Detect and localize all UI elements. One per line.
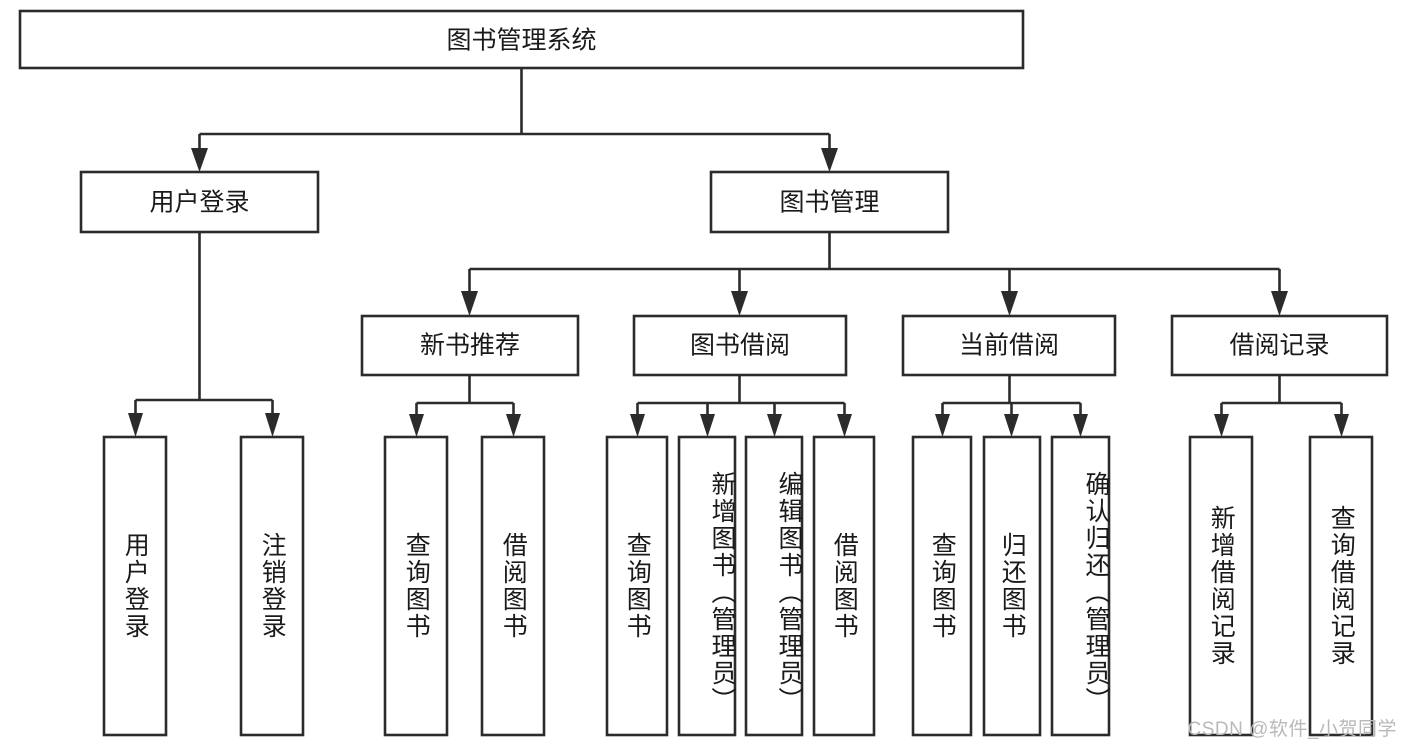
leaf-box-newbook-1[interactable] (383, 435, 449, 737)
arrow-borrow-leaf-3 (767, 414, 782, 437)
arrow-current-leaf-2 (1004, 414, 1019, 437)
arrow-current-leaf-3 (1073, 414, 1088, 437)
arrow-records-leaf-2 (1334, 414, 1349, 437)
node-box-root[interactable] (18, 9, 1025, 70)
leaf-box-user-login-2[interactable] (239, 435, 305, 737)
arrow-userlogin-leaf-1 (128, 413, 143, 437)
leaf-box-newbook-2[interactable] (480, 435, 546, 737)
leaf-box-current-3[interactable] (1050, 435, 1111, 737)
arrow-root-to-user-login (191, 148, 208, 172)
leaf-box-current-2[interactable] (982, 435, 1042, 737)
label-current-borrow: 当前借阅 (959, 332, 1059, 360)
horizontal-labels-layer: 图书管理系统 用户登录 图书管理 新书推荐 图书借阅 当前借阅 借阅记录 (149, 27, 1329, 360)
label-root: 图书管理系统 (446, 27, 596, 55)
boxes-layer (18, 9, 1389, 737)
leaf-box-borrow-3[interactable] (744, 435, 804, 737)
leaf-box-records-1[interactable] (1188, 435, 1254, 737)
arrow-borrow-leaf-1 (630, 414, 645, 437)
arrow-borrow-leaf-4 (837, 414, 852, 437)
arrow-root-to-book-mgmt (821, 148, 838, 172)
leaf-box-borrow-4[interactable] (812, 435, 876, 737)
leaf-box-records-2[interactable] (1308, 435, 1374, 737)
arrow-bookmgmt-to-records (1271, 291, 1288, 316)
arrow-bookmgmt-to-new-book (461, 291, 478, 316)
arrow-bookmgmt-to-current (1001, 291, 1018, 316)
leaf-box-borrow-1[interactable] (605, 435, 669, 737)
label-book-management: 图书管理 (779, 189, 879, 217)
arrow-userlogin-leaf-2 (265, 413, 280, 437)
node-box-new-book-recommend[interactable] (360, 314, 580, 377)
arrow-newbook-leaf-2 (506, 414, 521, 437)
csdn-watermark: CSDN @软件_小贺同学 (1187, 719, 1397, 740)
arrow-records-leaf-1 (1214, 414, 1229, 437)
leaf-box-current-1[interactable] (911, 435, 973, 737)
label-user-login: 用户登录 (149, 189, 249, 217)
arrow-newbook-leaf-1 (409, 414, 424, 437)
node-box-book-management[interactable] (709, 170, 950, 234)
label-new-book-recommend: 新书推荐 (420, 332, 520, 360)
node-box-user-login[interactable] (79, 170, 320, 234)
leaf-box-user-login-1[interactable] (102, 435, 168, 737)
leaf-box-borrow-2[interactable] (677, 435, 737, 737)
arrow-borrow-leaf-2 (700, 414, 715, 437)
label-book-borrow: 图书借阅 (690, 332, 790, 360)
label-borrow-records: 借阅记录 (1229, 332, 1329, 360)
node-box-current-borrow[interactable] (901, 314, 1117, 377)
connectors-layer (128, 68, 1349, 437)
node-box-borrow-records[interactable] (1170, 314, 1389, 377)
node-box-book-borrow[interactable] (632, 314, 848, 377)
arrow-current-leaf-1 (935, 414, 950, 437)
arrow-bookmgmt-to-borrow (731, 291, 748, 316)
